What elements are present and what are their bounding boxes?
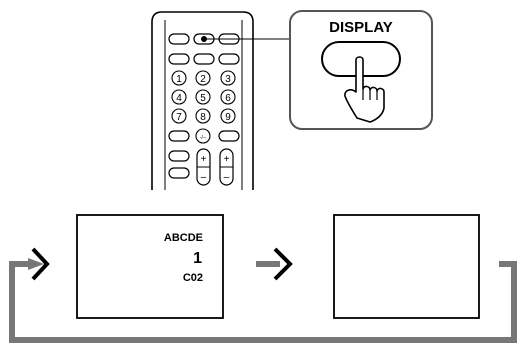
number-key[interactable]: 1 <box>171 70 187 86</box>
tv-screen <box>76 214 224 319</box>
remote-button[interactable] <box>218 53 240 65</box>
remote-button[interactable] <box>193 53 215 65</box>
display-button-marker <box>201 36 207 42</box>
display-cycle: ABCDE 1 C02 <box>9 214 517 343</box>
svg-text:4: 4 <box>176 93 182 104</box>
svg-text:+: + <box>224 154 230 165</box>
number-key[interactable]: 5 <box>195 89 211 105</box>
svg-text:3: 3 <box>225 74 231 85</box>
arrow-right-icon <box>9 247 50 281</box>
arrow-right-icon <box>256 247 293 281</box>
remote-button[interactable] <box>218 130 240 142</box>
screen-without-display <box>333 214 480 319</box>
svg-text:–: – <box>224 172 230 183</box>
svg-text:-/--: -/-- <box>200 135 207 141</box>
remote-button[interactable] <box>168 150 190 162</box>
cycle-loop-line <box>9 261 517 343</box>
number-key[interactable]: 4 <box>171 89 187 105</box>
display-callout: DISPLAY <box>289 10 433 130</box>
number-key[interactable]: 9 <box>220 108 236 124</box>
svg-text:+: + <box>201 154 207 165</box>
double-digit-key[interactable]: -/-- <box>195 128 211 144</box>
pointing-hand-icon <box>344 56 385 123</box>
svg-text:5: 5 <box>200 93 206 104</box>
remote-button[interactable] <box>168 130 190 142</box>
svg-text:6: 6 <box>225 93 231 104</box>
remote-button[interactable] <box>168 53 190 65</box>
number-key[interactable]: 3 <box>220 70 236 86</box>
tv-screen-blank <box>333 214 480 319</box>
number-key[interactable]: 2 <box>195 70 211 86</box>
rocker-left[interactable]: + – <box>196 148 211 186</box>
display-label: DISPLAY <box>329 19 393 36</box>
number-keypad: 1 2 3 4 5 6 7 <box>171 70 236 124</box>
rocker-right[interactable]: + – <box>219 148 234 186</box>
svg-text:–: – <box>201 172 207 183</box>
remote-button[interactable] <box>168 167 190 179</box>
svg-text:7: 7 <box>176 112 182 123</box>
screen-with-display: ABCDE 1 C02 <box>76 214 224 319</box>
number-key[interactable]: 6 <box>220 89 236 105</box>
svg-text:2: 2 <box>200 74 206 85</box>
svg-text:8: 8 <box>200 112 206 123</box>
screen-line-1: ABCDE <box>164 232 203 244</box>
remote-top-button-left[interactable] <box>168 33 190 45</box>
screen-line-2: 1 <box>193 250 202 267</box>
number-key[interactable]: 7 <box>171 108 187 124</box>
screen-line-3: C02 <box>183 272 203 284</box>
svg-text:9: 9 <box>225 112 231 123</box>
number-key[interactable]: 8 <box>195 108 211 124</box>
svg-text:1: 1 <box>176 74 182 85</box>
